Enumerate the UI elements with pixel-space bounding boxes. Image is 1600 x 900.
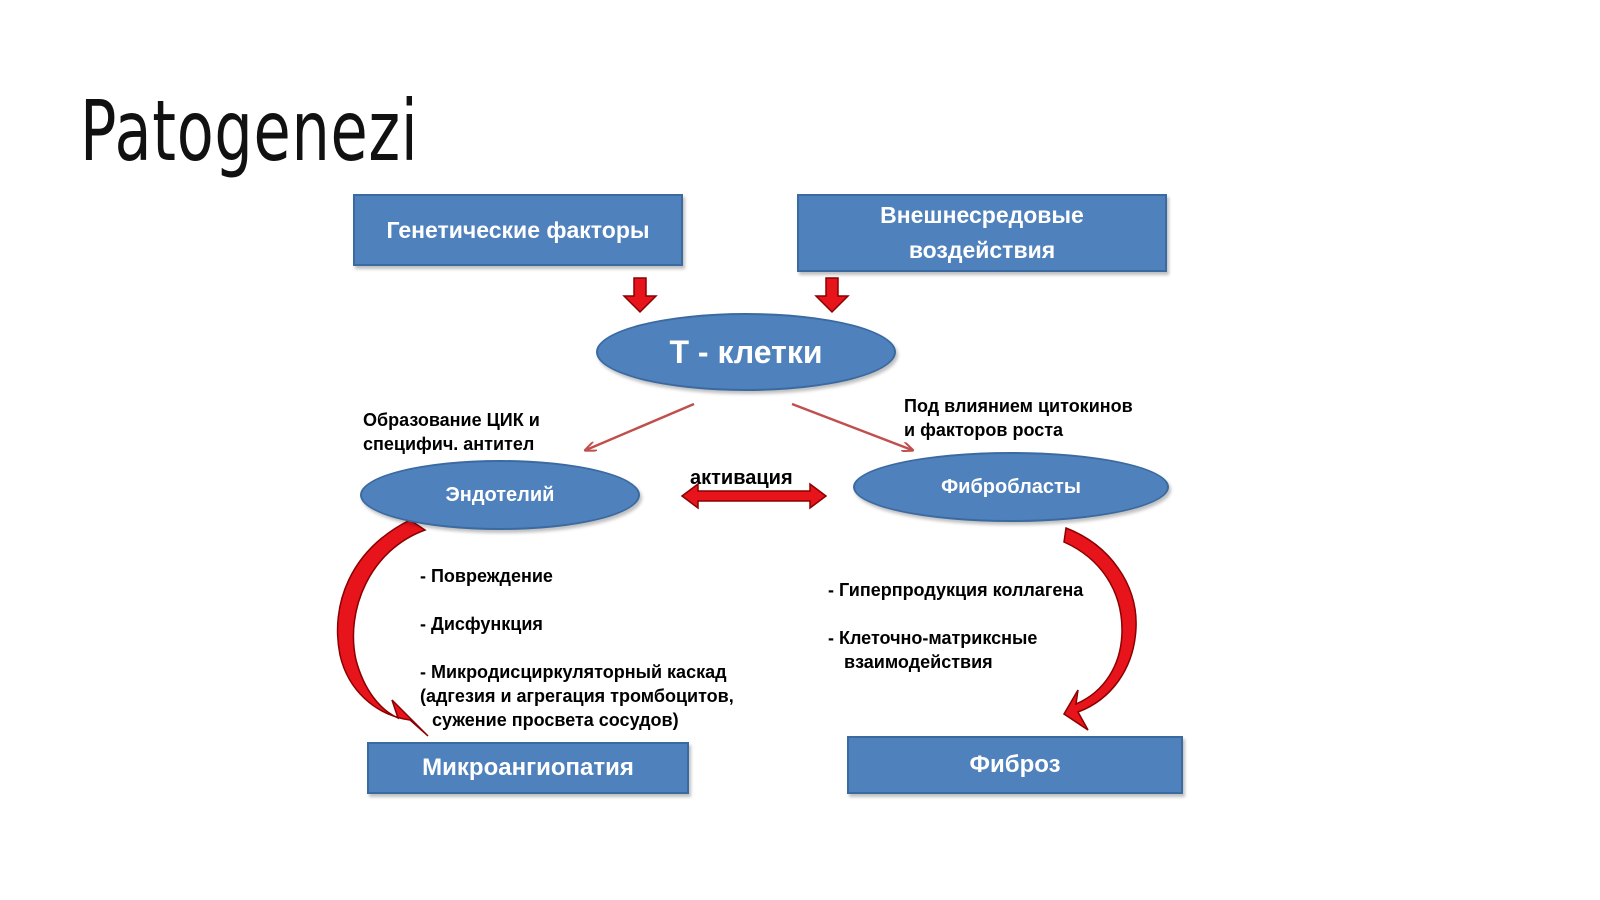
environmental-label-line1: Внешнесредовые	[880, 202, 1084, 228]
arrow-tcells-to-endothelium	[586, 402, 695, 450]
arrow-activation-double	[680, 482, 828, 510]
left-branch-line1: Образование ЦИК и	[363, 410, 540, 430]
fibro-effect-matrix-cont: взаимодействия	[844, 652, 993, 672]
endothelium-node: Эндотелий	[360, 460, 640, 530]
left-branch-line2: специфич. антител	[363, 434, 535, 454]
arrow-down-environmental	[814, 277, 850, 314]
genetic-factors-box: Генетические факторы	[353, 194, 683, 266]
endothelium-effects: - Повреждение - Дисфункция - Микродисцир…	[420, 564, 734, 732]
t-cells-node: Т - клетки	[596, 313, 896, 391]
arrow-tcells-to-fibroblasts	[791, 402, 912, 450]
endo-effect-cascade: - Микродисциркуляторный каскад	[420, 662, 727, 682]
endo-effect-cascade-detail2: сужение просвета сосудов)	[432, 710, 679, 730]
right-branch-line1: Под влиянием цитокинов	[904, 396, 1133, 416]
right-branch-label: Под влиянием цитокинов и факторов роста	[904, 394, 1133, 442]
endo-effect-dysfunction: - Дисфункция	[420, 614, 543, 634]
fibroblasts-label: Фибробласты	[941, 475, 1081, 498]
fibrosis-box: Фиброз	[847, 736, 1183, 794]
fibroblasts-node: Фибробласты	[853, 452, 1169, 522]
left-branch-label: Образование ЦИК и специфич. антител	[363, 408, 540, 456]
fibro-effect-collagen: - Гиперпродукция коллагена	[828, 580, 1084, 600]
arrow-curved-fibroblasts-to-fibrosis	[1062, 526, 1137, 731]
microangiopathy-label: Микроангиопатия	[422, 754, 634, 781]
endo-effect-cascade-detail1: (адгезия и агрегация тромбоцитов,	[420, 686, 734, 706]
endothelium-label: Эндотелий	[445, 483, 555, 506]
fibro-effect-matrix: - Клеточно-матриксные	[828, 628, 1038, 648]
endo-effect-damage: - Повреждение	[420, 566, 553, 586]
right-branch-line2: и факторов роста	[904, 420, 1064, 440]
t-cells-label: Т - клетки	[669, 333, 823, 370]
slide-title: Patogenezi	[80, 82, 419, 180]
genetic-factors-label: Генетические факторы	[386, 216, 650, 243]
microangiopathy-box: Микроангиопатия	[367, 742, 689, 794]
environmental-label-line2: воздействия	[908, 237, 1056, 263]
environmental-box: Внешнесредовые воздействия	[797, 194, 1167, 272]
fibroblasts-effects: - Гиперпродукция коллагена - Клеточно-ма…	[828, 578, 1083, 674]
arrow-curved-endothelium-to-microangiopathy	[336, 519, 429, 737]
fibrosis-label: Фиброз	[969, 751, 1061, 778]
activation-label: активация	[690, 467, 793, 489]
arrow-down-genetic	[622, 277, 658, 314]
